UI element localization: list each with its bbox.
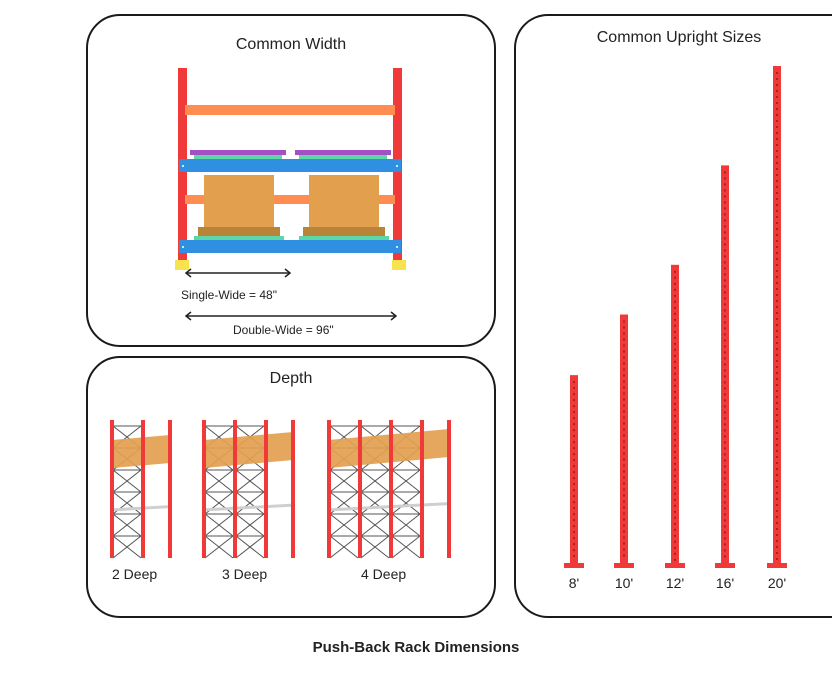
- single-wide-label: Single-Wide = 48": [181, 288, 277, 302]
- depth-label-4: 4 Deep: [361, 566, 407, 582]
- upright-sizes-title: Common Upright Sizes: [596, 29, 762, 46]
- size-label-12: 12': [665, 575, 685, 591]
- depth-label-2: 2 Deep: [112, 566, 158, 582]
- size-label-16: 16': [715, 575, 735, 591]
- diagram-title: Push-Back Rack Dimensions: [312, 639, 520, 656]
- size-label-20: 20': [767, 575, 787, 591]
- depth-title: Depth: [269, 370, 313, 387]
- common-width-panel: Common Width: [86, 14, 496, 347]
- common-upright-sizes-panel: Common Upright Sizes: [514, 14, 832, 618]
- size-label-8: 8': [568, 575, 580, 591]
- double-wide-label: Double-Wide = 96": [233, 323, 334, 337]
- common-width-title: Common Width: [235, 36, 347, 53]
- depth-label-3: 3 Deep: [222, 566, 268, 582]
- size-label-10: 10': [614, 575, 634, 591]
